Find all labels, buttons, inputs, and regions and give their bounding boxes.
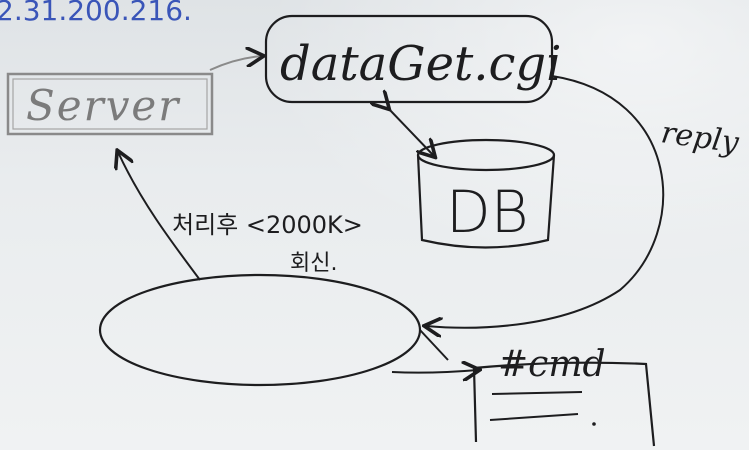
client-cmd-tick	[419, 329, 449, 361]
server-box-inner	[12, 78, 208, 130]
arrow-reply	[426, 75, 665, 328]
cmd-line-1	[491, 391, 583, 395]
arrow-client-to-server	[118, 152, 201, 281]
server-box	[6, 72, 214, 136]
process-note-line1: 처리후 <2000K>	[172, 211, 363, 239]
cmd-dot	[592, 422, 596, 426]
db-body	[416, 154, 556, 249]
arrow-cgi-db	[388, 108, 434, 156]
arrow-server-to-cgi	[209, 56, 262, 71]
ip-address-label: 2.31.200.216.	[0, 0, 192, 27]
datagetcgi-label: dataGet.cgi	[280, 36, 562, 92]
cmd-label: #cmd	[498, 344, 606, 385]
process-note-line2: 회신.	[290, 251, 337, 276]
db-label: DB	[446, 178, 529, 246]
cmd-node: #cmd	[472, 344, 656, 447]
arrow-client-to-cmd	[391, 370, 478, 373]
server-node: Server	[6, 72, 214, 136]
datagetcgi-node: dataGet.cgi	[264, 14, 562, 104]
db-node: DB	[416, 138, 556, 249]
server-label: Server	[26, 81, 181, 130]
cmd-line-2	[489, 413, 579, 421]
cmd-box	[472, 361, 656, 447]
